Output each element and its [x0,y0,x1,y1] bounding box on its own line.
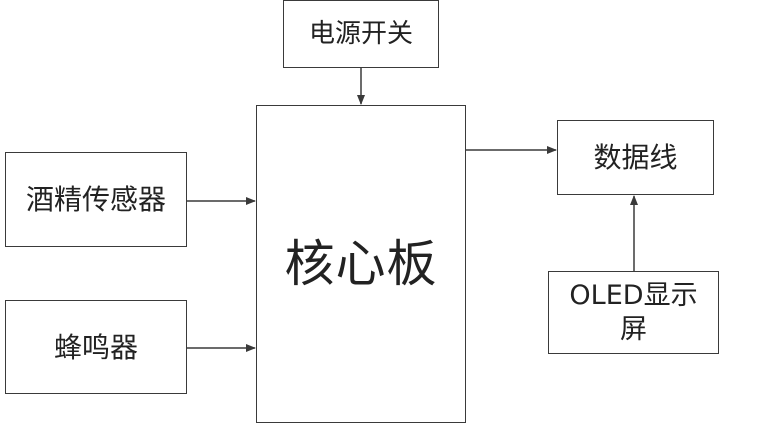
alcohol-sensor-node: 酒精传感器 [5,152,187,247]
core-board-label: 核心板 [284,234,438,293]
oled-display-label: OLED显示屏 [569,279,698,345]
buzzer-node: 蜂鸣器 [5,300,187,394]
alcohol-sensor-label: 酒精传感器 [25,183,166,216]
power-switch-label: 电源开关 [308,18,413,49]
buzzer-label: 蜂鸣器 [53,330,138,364]
oled-display-node: OLED显示屏 [548,271,719,354]
data-line-label: 数据线 [593,141,678,174]
data-line-node: 数据线 [557,120,714,195]
core-board-node: 核心板 [256,105,466,423]
power-switch-node: 电源开关 [283,0,439,68]
